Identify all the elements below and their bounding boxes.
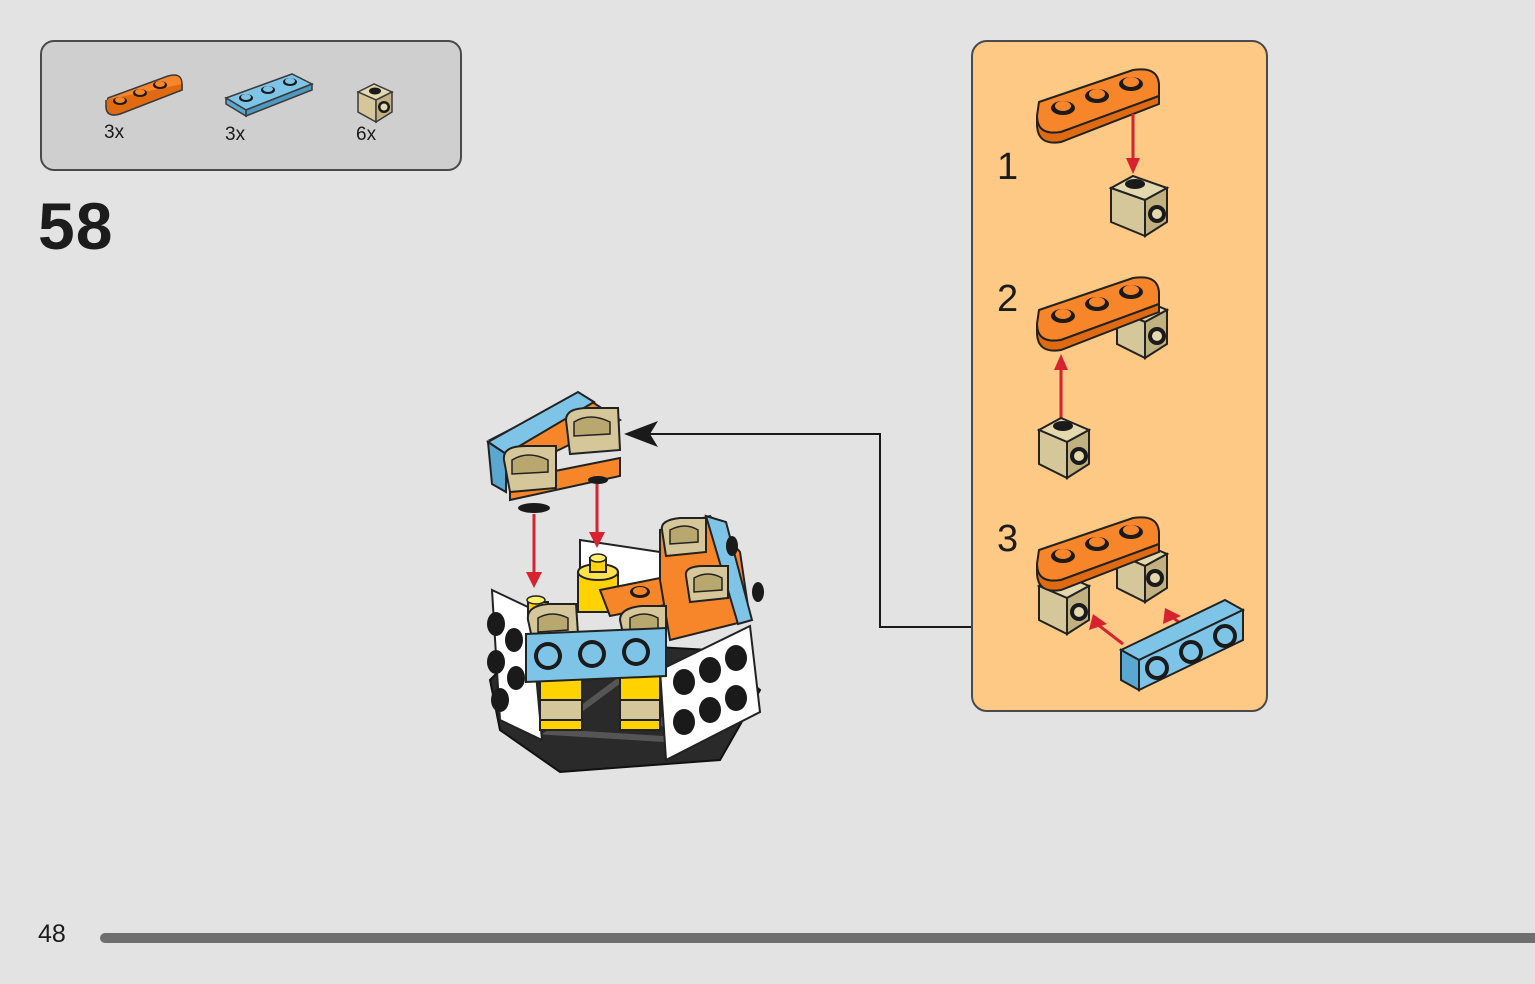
orange-plate-icon	[105, 74, 183, 116]
main-build-illustration	[486, 390, 764, 774]
part-qty-tan: 6x	[356, 124, 377, 145]
tan-brick-icon	[356, 83, 394, 124]
substep-number-1: 1	[997, 146, 1019, 188]
blue-plate-icon	[224, 73, 314, 118]
substep-number-2: 2	[997, 278, 1019, 320]
red-arrow-down-left	[526, 514, 542, 588]
step-number: 58	[38, 189, 114, 263]
substep-1-illustration	[1035, 68, 1170, 238]
page-number: 48	[38, 920, 66, 948]
part-qty-blue: 3x	[225, 124, 246, 145]
callout-connector	[624, 421, 972, 628]
part-qty-orange: 3x	[104, 122, 125, 143]
substep-3-illustration	[1035, 516, 1246, 692]
substep-2-illustration	[1035, 276, 1170, 480]
substeps-callout: 1 2 3	[971, 40, 1268, 712]
red-arrow-down-right	[589, 484, 605, 548]
progress-bar	[100, 933, 1535, 943]
parts-callout: 3x 3x 6x	[40, 40, 462, 171]
substep-number-3: 3	[997, 518, 1019, 560]
